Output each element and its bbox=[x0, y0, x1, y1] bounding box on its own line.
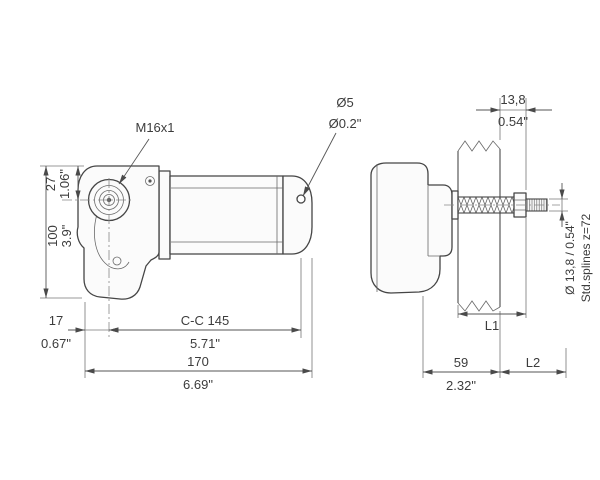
nut-facet-lines bbox=[514, 199, 526, 211]
panel-break-top bbox=[457, 140, 501, 152]
leader-m16 bbox=[118, 138, 150, 185]
leader-hole bbox=[302, 132, 337, 197]
dim-panel-offset-label-mm: 13,8 bbox=[500, 92, 525, 107]
extension-lines bbox=[40, 165, 313, 378]
dim-panel-offset-label-in: 0.54" bbox=[498, 114, 528, 129]
motor-flange bbox=[158, 170, 171, 260]
panel-break-bottom bbox=[457, 300, 501, 312]
dim-overall-length-label-mm: 170 bbox=[187, 354, 209, 369]
hole-callout-label-mm: Ø5 bbox=[336, 95, 353, 110]
hole-callout-label-in: Ø0.2" bbox=[329, 116, 362, 131]
side-view: 100 3.9" 27 1.06" 17 0.67" C-C 145 5.71"… bbox=[40, 95, 362, 392]
dim-boss-offset-label-in: 1.06" bbox=[57, 169, 72, 199]
housing-contour bbox=[94, 213, 130, 270]
mounting-hole bbox=[296, 194, 306, 204]
cover-screw bbox=[145, 176, 155, 186]
dim-l2-label: L2 bbox=[526, 355, 540, 370]
body-highlight-line bbox=[171, 187, 283, 243]
mounting-panel bbox=[457, 140, 501, 312]
splines-note-label: Std.splines z=72 bbox=[579, 213, 593, 302]
dim-boss-offset-label-mm: 27 bbox=[43, 177, 58, 191]
motor-body bbox=[169, 175, 284, 255]
extension-lines bbox=[422, 98, 568, 378]
body-step-line bbox=[427, 186, 440, 257]
dim-left-offset-label-in: 0.67" bbox=[41, 336, 71, 351]
boss-callout-label: M16x1 bbox=[135, 120, 174, 135]
dim-height-label-mm: 100 bbox=[45, 225, 60, 247]
dim-center-distance-label-in: 5.71" bbox=[190, 336, 220, 351]
dim-overall-length-label-in: 6.69" bbox=[183, 377, 213, 392]
dim-height-label-in: 3.9" bbox=[59, 224, 74, 247]
crank-pin bbox=[112, 256, 122, 266]
dim-body-depth-label-mm: 59 bbox=[454, 355, 468, 370]
end-view-body bbox=[370, 162, 453, 294]
centerlines bbox=[62, 178, 134, 338]
dim-center-distance-label-mm: C-C 145 bbox=[181, 313, 229, 328]
dim-body-depth-label-in: 2.32" bbox=[446, 378, 476, 393]
cover-screw-center bbox=[148, 179, 152, 183]
dim-l1-label: L1 bbox=[485, 318, 499, 333]
dim-left-offset-label-mm: 17 bbox=[49, 313, 63, 328]
dim-shaft-dia-label: Ø 13,8 / 0.54" bbox=[563, 221, 577, 295]
end-view: 13,8 0.54" Ø 13,8 / 0.54" Std.splines z=… bbox=[370, 92, 593, 393]
